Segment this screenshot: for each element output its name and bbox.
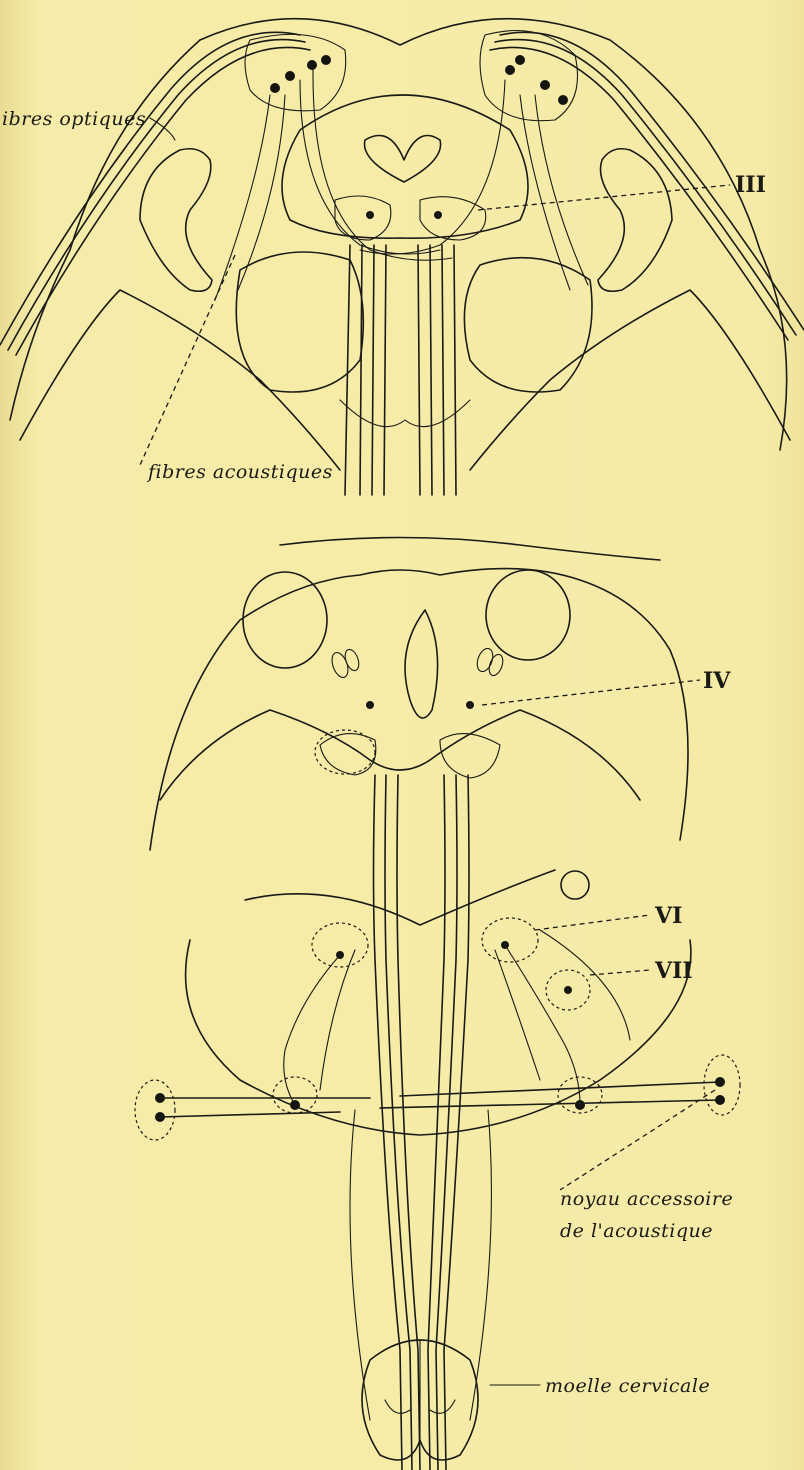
lower-section (135, 538, 740, 1470)
label-nerve-VII: VII (654, 958, 693, 984)
label-fibres-acoustiques: fibres acoustiques (146, 461, 333, 483)
label-noyau-line2: de l'acoustique (560, 1220, 713, 1242)
leader-acoustique (140, 255, 235, 465)
leader-III (478, 185, 730, 210)
leader-VII (590, 970, 650, 975)
aqueduct (364, 136, 440, 183)
label-nerve-VI: VI (654, 903, 682, 929)
leader-VI (535, 915, 650, 930)
label-fibres-optiques: ibres optiques (2, 108, 146, 130)
label-nerve-IV: IV (703, 668, 731, 694)
label-moelle: moelle cervicale (545, 1375, 710, 1397)
leader-IV (482, 680, 700, 705)
label-nerve-III: III (735, 172, 766, 198)
upper-section (0, 19, 804, 495)
label-noyau-line1: noyau accessoire (560, 1188, 733, 1210)
